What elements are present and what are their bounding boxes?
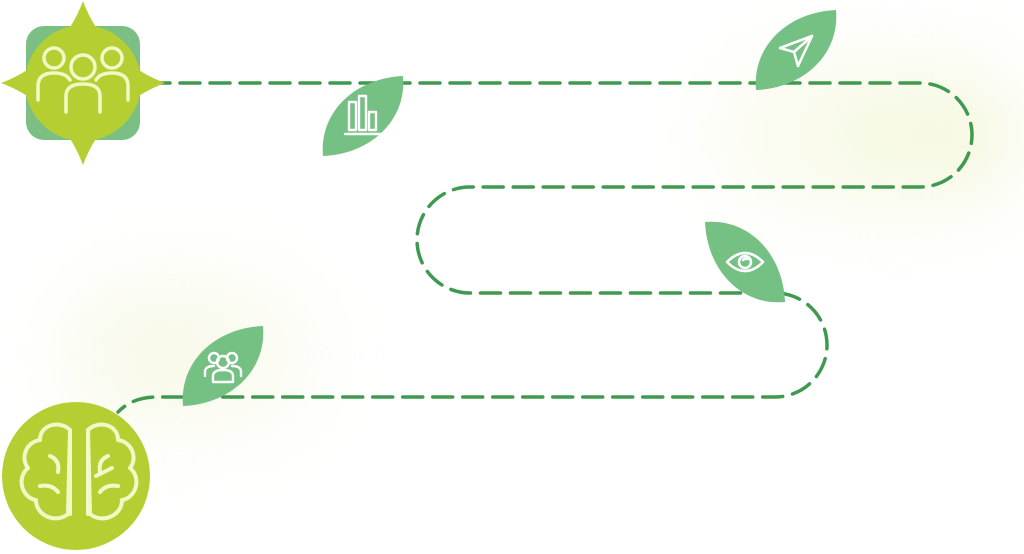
background-glow-right [700,40,1024,230]
roadmap-path [116,81,974,414]
leaf-shape [182,326,264,406]
eye-icon [725,251,765,273]
team-icon [36,46,130,114]
milestone-leaf-send [755,10,837,90]
end-badge [2,402,150,550]
milestone-leaf-chart [322,76,404,156]
bar-chart-icon [343,94,383,136]
send-icon [778,34,814,68]
leaf-shape [322,76,404,156]
start-badge [1,1,165,165]
brain-icon [19,422,139,521]
milestone-leaf-eye [705,221,785,303]
milestone-leaf-people [182,326,264,406]
leaf-shape [705,221,785,303]
people-icon [203,351,243,384]
